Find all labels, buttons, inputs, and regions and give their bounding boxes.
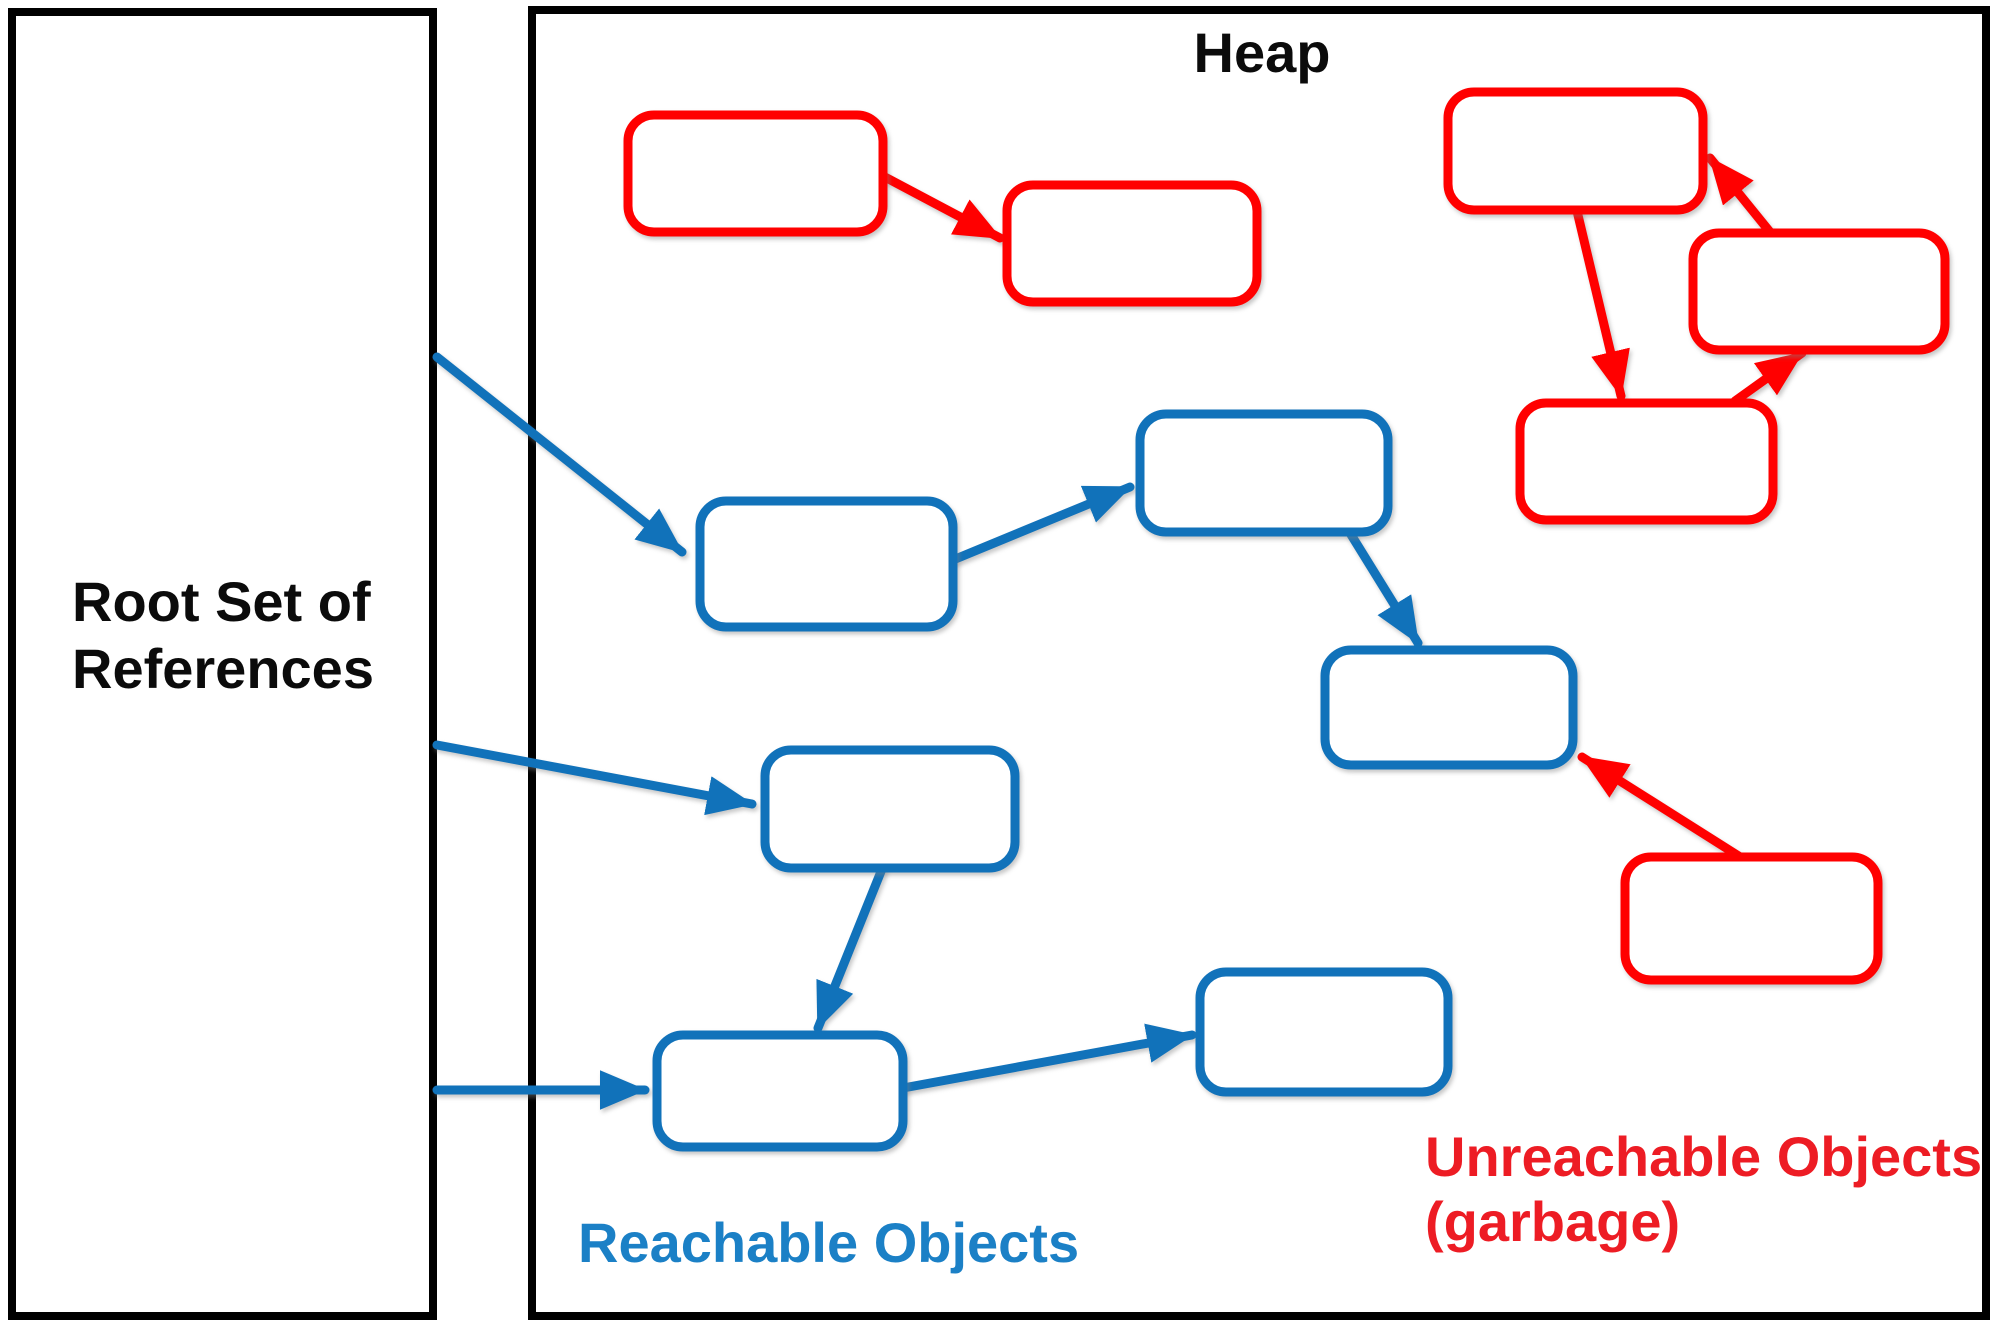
unreachable-objects-caption: Unreachable Objects (garbage) <box>1425 1125 1982 1255</box>
unreachable-object-box <box>1443 87 1708 215</box>
reference-arrow-unreachable-4-to-unreachable-3 <box>1705 153 1775 237</box>
reachable-object-box <box>652 1030 908 1152</box>
reference-arrow-unreachable-6-to-reachable-3 <box>1577 752 1750 865</box>
reference-arrow-root-set-to-reachable-1 <box>432 352 687 557</box>
root-set-label-line1: Root Set of <box>72 570 371 633</box>
unreachable-caption-line1: Unreachable Objects <box>1425 1125 1983 1188</box>
reference-arrow-root-set-to-reachable-4 <box>432 740 757 816</box>
reference-arrow-unreachable-3-to-unreachable-5 <box>1572 206 1630 401</box>
unreachable-object-box <box>1002 180 1262 307</box>
reference-arrow-reachable-1-to-reachable-2 <box>948 482 1135 565</box>
reachable-objects-caption: Reachable Objects <box>578 1211 1080 1274</box>
reachable-object-box <box>760 745 1020 873</box>
unreachable-caption-line2: (garbage) <box>1425 1189 1681 1253</box>
root-set-frame <box>8 8 437 1320</box>
unreachable-object-box <box>1688 228 1950 355</box>
reference-arrow-reachable-2-to-reachable-3 <box>1345 528 1423 648</box>
root-set-label-line2: References <box>72 637 374 701</box>
reachable-object-box <box>1135 409 1393 537</box>
reference-arrow-reachable-5-to-reachable-6 <box>898 1023 1197 1093</box>
reference-arrow-unreachable-1-to-unreachable-2 <box>878 171 1005 243</box>
unreachable-object-box <box>623 110 888 237</box>
unreachable-object-box <box>1620 852 1883 985</box>
reachable-object-box <box>1195 967 1453 1097</box>
reference-arrow-unreachable-5-to-unreachable-4 <box>1730 348 1807 406</box>
object-boxes-layer <box>623 87 1950 1152</box>
reference-arrow-reachable-4-to-reachable-5 <box>813 864 887 1033</box>
heap-title: Heap <box>1193 21 1331 84</box>
root-set-label: Root Set of References <box>72 568 374 702</box>
unreachable-object-box <box>1515 398 1778 525</box>
reachable-object-box <box>695 496 958 632</box>
reachable-object-box <box>1320 645 1578 770</box>
reference-arrows-layer <box>432 153 1807 1110</box>
